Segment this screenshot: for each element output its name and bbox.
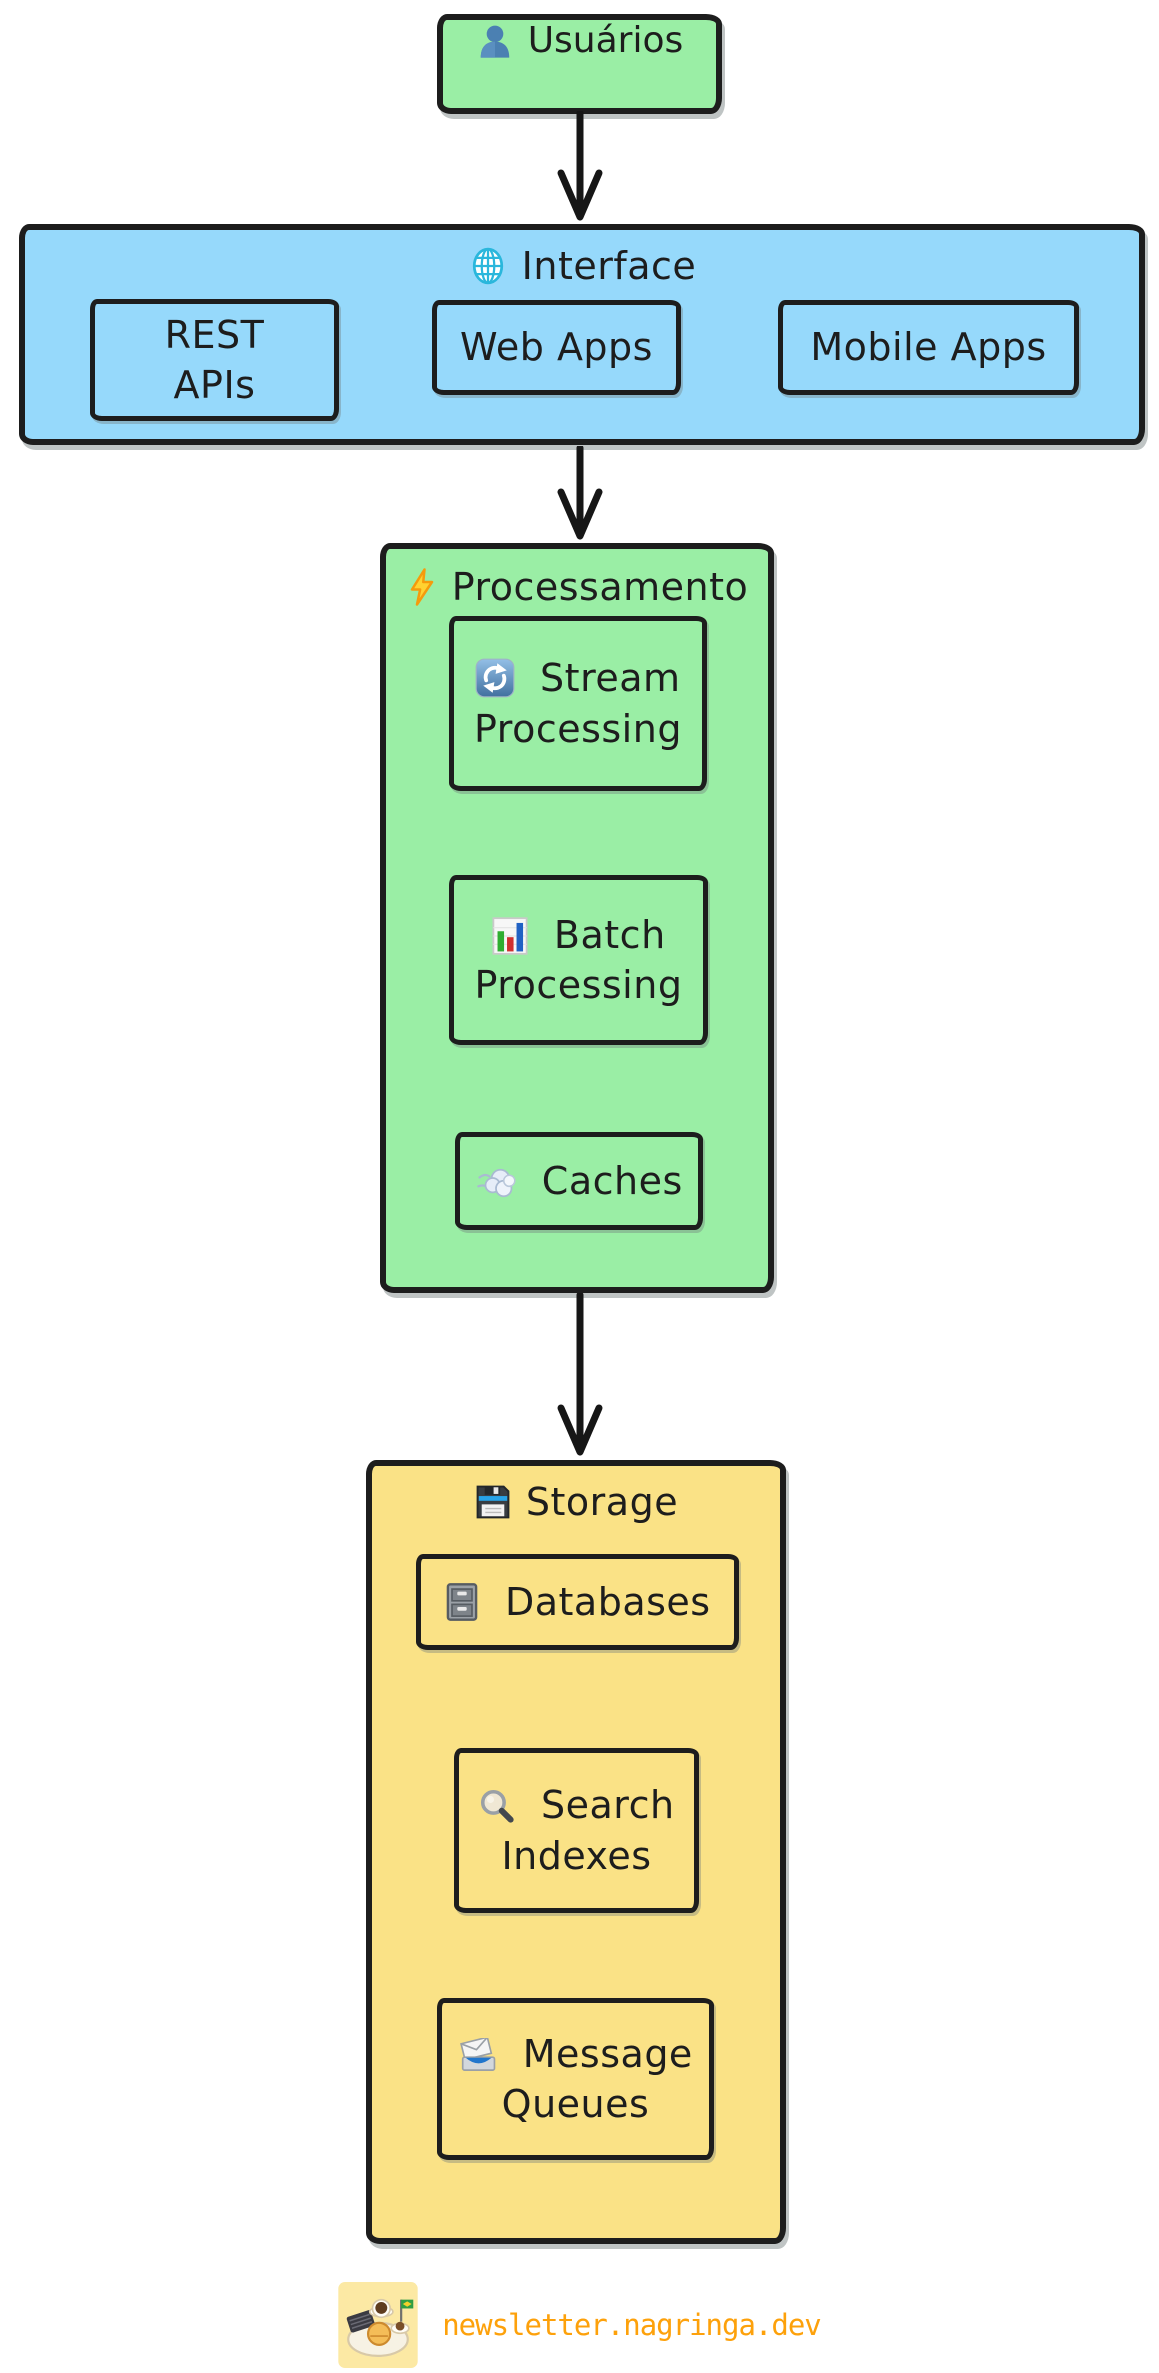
mobile-apps-node: Mobile Apps bbox=[778, 300, 1079, 395]
globe-icon bbox=[472, 247, 503, 285]
stream-processing-node: Stream Processing bbox=[449, 616, 707, 791]
floppy-disk-icon bbox=[476, 1485, 510, 1519]
rest-apis-label: REST APIs bbox=[164, 312, 265, 407]
footer: newsletter.nagringa.dev bbox=[0, 2282, 1159, 2368]
search-indexes-node: Search Indexes bbox=[454, 1748, 699, 1913]
magnifying-glass-icon bbox=[481, 1790, 515, 1823]
lightning-icon bbox=[410, 568, 433, 606]
rest-apis-node: REST APIs bbox=[90, 299, 339, 421]
dash-cloud-icon bbox=[477, 1168, 516, 1198]
message-queues-node: Message Queues bbox=[437, 1998, 714, 2160]
users-label: Usuários bbox=[527, 20, 684, 61]
interface-section: Interface REST APIs Web Apps Mobile Apps bbox=[19, 224, 1145, 445]
batch-processing-node: Batch Processing bbox=[449, 875, 708, 1045]
arrow-down-icon bbox=[557, 446, 603, 540]
user-icon bbox=[480, 25, 509, 58]
storage-section: Storage Databases bbox=[366, 1460, 786, 2244]
caches-node: Caches bbox=[455, 1132, 703, 1230]
storage-section-title: Storage bbox=[372, 1480, 780, 1524]
processing-title: Processamento bbox=[451, 565, 749, 609]
search-indexes-label: Search Indexes bbox=[501, 1783, 675, 1878]
arrow-down-icon bbox=[557, 111, 603, 221]
newsletter-link[interactable]: newsletter.nagringa.dev bbox=[442, 2308, 822, 2342]
stream-processing-label: Stream Processing bbox=[474, 656, 682, 751]
web-apps-node: Web Apps bbox=[432, 300, 681, 395]
web-apps-label: Web Apps bbox=[460, 325, 653, 370]
databases-label: Databases bbox=[504, 1579, 711, 1624]
bar-chart-icon bbox=[492, 917, 528, 955]
users-node: Usuários bbox=[437, 14, 722, 114]
incoming-envelope-icon bbox=[460, 2037, 496, 2071]
users-node-content: Usuários bbox=[443, 20, 716, 61]
mobile-apps-label: Mobile Apps bbox=[810, 325, 1047, 370]
arrow-down-icon bbox=[557, 1293, 603, 1456]
caches-label: Caches bbox=[541, 1158, 683, 1203]
batch-processing-label: Batch Processing bbox=[474, 912, 683, 1007]
message-queues-label: Message Queues bbox=[501, 2031, 693, 2126]
arrows-cycle-icon bbox=[476, 658, 515, 698]
processing-section-title: Processamento bbox=[386, 565, 768, 609]
storage-title: Storage bbox=[525, 1480, 679, 1524]
databases-node: Databases bbox=[416, 1554, 739, 1650]
interface-title: Interface bbox=[521, 244, 697, 288]
interface-section-title: Interface bbox=[25, 244, 1139, 288]
breakfast-tray-logo bbox=[338, 2282, 418, 2368]
file-cabinet-icon bbox=[447, 1583, 478, 1621]
processing-section: Processamento Stream Processing bbox=[380, 543, 774, 1293]
